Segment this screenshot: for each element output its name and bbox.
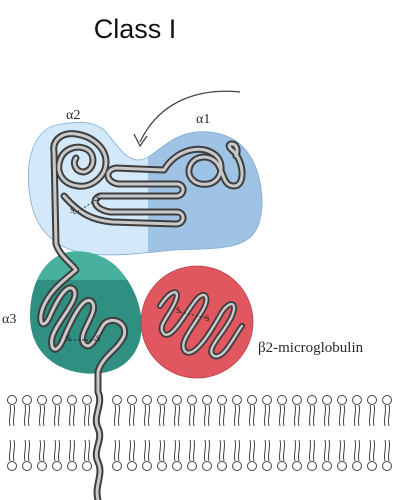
groove-arrow [133, 90, 241, 148]
disulfide-s-b2-left: S [176, 306, 181, 315]
disulfide-bonds [70, 199, 207, 341]
figure-title: Class I [93, 14, 177, 44]
disulfide-s-a2-left: S [70, 206, 75, 215]
disulfide-s-b2-right: S [205, 314, 210, 323]
alpha1-alpha2-outline [27, 121, 263, 256]
disulfide-s-a3-right: S [96, 334, 101, 343]
lipid-bilayer [7, 395, 392, 471]
alpha3-label: α3 [2, 312, 17, 327]
beta2-chain [157, 289, 245, 360]
alpha-chain [37, 130, 246, 500]
alpha1-label: α1 [196, 112, 211, 127]
disulfide-s-a3-left: S [66, 334, 71, 343]
beta2-microglobulin-label: β2-microglobulin [258, 340, 364, 356]
alpha2-label: α2 [66, 108, 81, 123]
disulfide-s-a2-right: S [96, 194, 101, 203]
